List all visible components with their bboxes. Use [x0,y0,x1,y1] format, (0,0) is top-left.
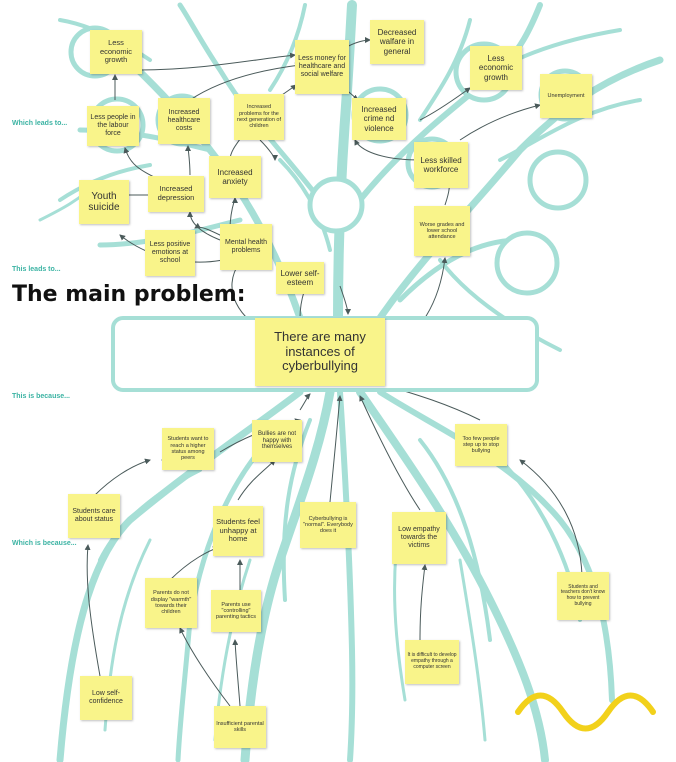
note-too-few-people-step-up[interactable]: Too few people step up to stop bullying [455,424,507,466]
note-increased-anxiety[interactable]: Increased anxiety [209,156,261,198]
note-parents-controlling[interactable]: Parents use "controlling" parenting tact… [211,590,261,632]
label-which-is-because: Which is because... [12,540,77,547]
note-students-teachers-dont-know[interactable]: Students and teachers don't know how to … [557,572,609,620]
note-less-people-labour-force[interactable]: Less people in the labour force [87,106,139,146]
note-mental-health-problems[interactable]: Mental health problems [220,224,272,270]
note-decreased-welfare[interactable]: Decreased walfare in general [370,20,424,64]
note-increased-healthcare-costs[interactable]: Increased healthcare costs [158,98,210,144]
note-low-self-confidence[interactable]: Low self-confidence [80,676,132,720]
note-worse-grades-attendance[interactable]: Worse grades and lower school attendance [414,206,470,256]
note-students-unhappy-home[interactable]: Students feel unhappy at home [213,506,263,556]
label-which-leads-to: Which leads to... [12,120,68,127]
note-increased-depression[interactable]: Increased depression [148,176,204,212]
label-this-is-because: This is because... [12,393,70,400]
note-less-economic-growth-2[interactable]: Less economic growth [470,46,522,90]
label-this-leads-to: This leads to... [12,266,61,273]
note-youth-suicide[interactable]: Youth suicide [79,180,129,224]
note-parents-no-warmth[interactable]: Parents do not display "warmth" towards … [145,578,197,628]
note-less-positive-emotions[interactable]: Less positive emotions at school [145,230,195,276]
note-less-skilled-workforce[interactable]: Less skilled workforce [414,142,468,188]
note-cyberbullying-normal[interactable]: Cyberbullying is "normal". Everybody doe… [300,502,356,548]
main-problem-note[interactable]: There are many instances of cyberbullyin… [255,318,385,386]
tree-roots [56,387,615,762]
note-unemployment[interactable]: Unemployment [540,74,592,118]
decorative-wave [515,692,656,732]
note-low-empathy[interactable]: Low empathy towards the victims [392,512,446,564]
note-difficult-empathy-screen[interactable]: It is difficult to develop empathy throu… [405,640,459,684]
note-bullies-not-happy[interactable]: Bullies are not happy with themselves [252,420,302,462]
note-less-money-healthcare[interactable]: Less money for healthcare and social wel… [295,40,349,94]
note-students-care-status[interactable]: Students care about status [68,494,120,538]
note-insufficient-parental-skills[interactable]: Insufficient parental skills [214,706,266,748]
note-increased-problems-next-generation[interactable]: Increased problems for the next generati… [234,94,284,140]
note-less-economic-growth-1[interactable]: Less economic growth [90,30,142,74]
main-title: The main problem: [12,282,246,307]
note-increased-crime-violence[interactable]: Increased crime nd violence [352,98,406,140]
note-students-higher-status[interactable]: Students want to reach a higher status a… [162,428,214,470]
note-lower-self-esteem[interactable]: Lower self-esteem [276,262,324,294]
